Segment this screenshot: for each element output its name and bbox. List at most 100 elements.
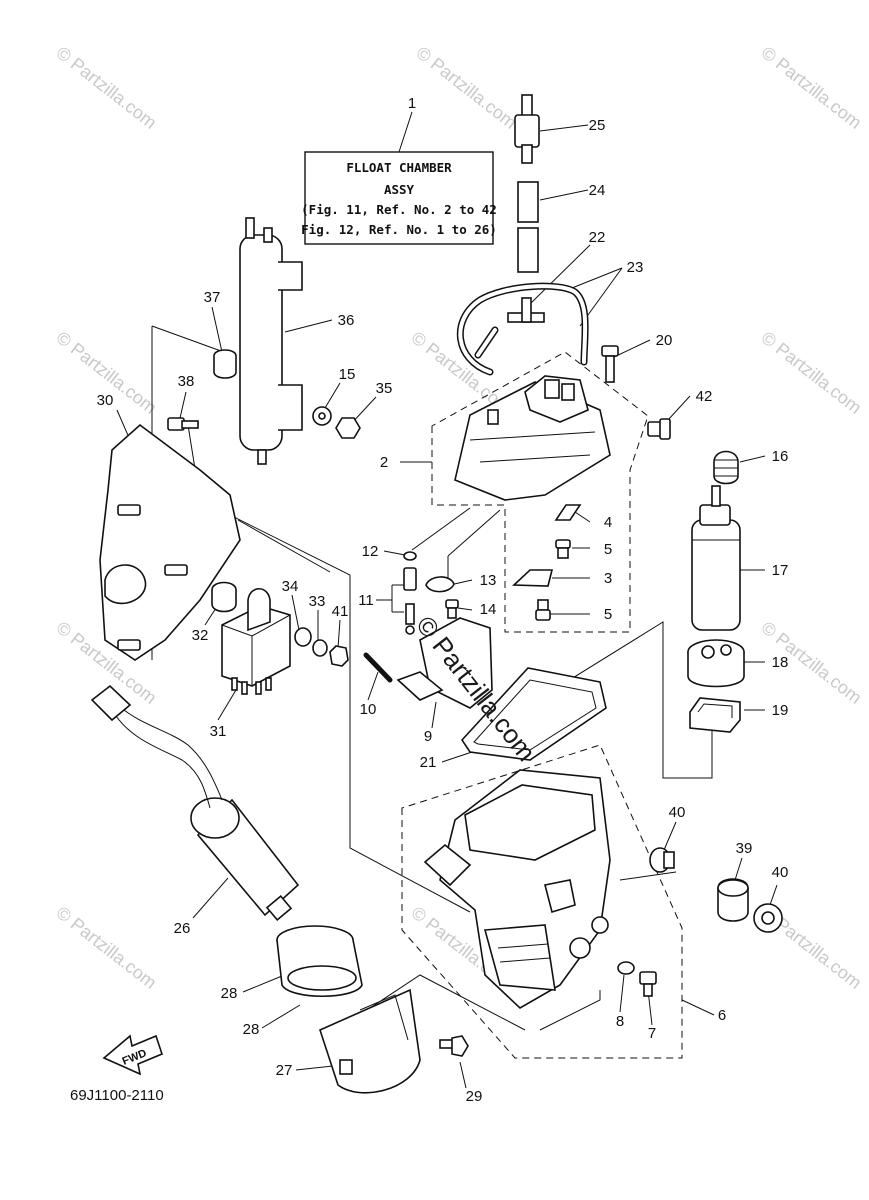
callout-label: 5	[604, 606, 612, 623]
callout-label: 22	[589, 229, 606, 246]
callout-label: 29	[466, 1088, 483, 1105]
callout-labels: 1 2 3 4 5 5 6 7 8 9 10 11 12 13 14 15 16…	[97, 95, 789, 1105]
callout-label: 33	[309, 593, 326, 610]
callout-label: 27	[276, 1062, 293, 1079]
filter-16	[713, 450, 739, 485]
callout-label: 11	[358, 592, 374, 609]
callout-label: 34	[282, 578, 299, 595]
watermark: © Partzilla.com	[758, 42, 866, 132]
gasket-21	[460, 667, 607, 761]
hose-24	[517, 181, 539, 273]
watermark: © Partzilla.com	[53, 42, 161, 132]
callout-label: 40	[772, 864, 789, 881]
nut-35	[335, 417, 361, 439]
float-chamber-note: FLLOAT CHAMBER ASSY (Fig. 11, Ref. No. 2…	[301, 151, 497, 245]
screw-14	[445, 599, 459, 619]
callout-label: 26	[174, 920, 191, 937]
callout-label: 28	[221, 985, 238, 1002]
screw-7	[639, 971, 657, 997]
callout-label: 5	[604, 541, 612, 558]
callout-label: 4	[604, 514, 612, 531]
screw-20	[601, 345, 619, 383]
holder-27	[319, 988, 421, 1094]
callout-label: 16	[772, 448, 789, 465]
callout-label: 36	[338, 312, 355, 329]
callout-label: 2	[380, 454, 388, 471]
note-line: Fig. 12, Ref. No. 1 to 26)	[301, 222, 497, 237]
callout-label: 13	[480, 572, 497, 589]
callout-label: 42	[696, 388, 713, 405]
note-line: ASSY	[384, 182, 415, 197]
washer-34	[294, 627, 312, 647]
callout-label: 1	[408, 95, 416, 112]
note-line: (Fig. 11, Ref. No. 2 to 42	[301, 202, 497, 217]
washer-8	[617, 961, 635, 975]
hose-joint-25	[514, 94, 540, 164]
plate-3	[512, 569, 554, 587]
collar-32	[211, 581, 237, 613]
callout-label: 41	[332, 603, 349, 620]
callout-label: 8	[616, 1013, 624, 1030]
washer-33	[312, 639, 328, 657]
relay-31	[221, 587, 291, 695]
nut-41	[329, 645, 349, 667]
watermark: © Partzilla.com	[413, 42, 521, 132]
plug-40	[649, 847, 675, 873]
grommet-37	[213, 349, 237, 379]
plug-40	[753, 903, 783, 933]
needle-valve-11	[403, 567, 417, 635]
callout-label: 38	[178, 373, 195, 390]
fuel-pump-17	[691, 485, 741, 631]
bolt-38	[167, 417, 199, 431]
callout-label: 23	[627, 259, 644, 276]
callout-label: 40	[669, 804, 686, 821]
carburetor-body-6	[423, 769, 611, 1009]
callout-label: 19	[772, 702, 789, 719]
callout-label: 39	[736, 840, 753, 857]
sleeve-28	[276, 925, 363, 998]
float-9	[396, 617, 493, 709]
o-ring-12	[403, 551, 417, 561]
diagram-code: 69J1100-2110	[70, 1087, 164, 1104]
callout-label: 35	[376, 380, 393, 397]
bracket-30	[99, 423, 241, 661]
screw-5	[535, 599, 551, 621]
note-line: FLLOAT CHAMBER	[346, 160, 452, 175]
callout-label: 28	[243, 1021, 260, 1038]
hose-23	[456, 282, 589, 376]
fuel-pump-26	[90, 684, 300, 922]
forward-arrow: FWD	[102, 1034, 163, 1076]
callout-label: 37	[204, 289, 221, 306]
callout-label: 6	[718, 1007, 726, 1024]
callout-label: 31	[210, 723, 227, 740]
callout-label: 30	[97, 392, 114, 409]
vapor-separator-36	[239, 217, 303, 465]
callout-label: 14	[480, 601, 497, 618]
holder-18	[687, 639, 745, 688]
callout-label: 24	[589, 182, 606, 199]
plate-4	[554, 504, 582, 521]
float-chamber-cover-2	[454, 375, 611, 501]
watermark: © Partzilla.com	[758, 327, 866, 417]
screw-5	[555, 539, 571, 559]
parts: FWD	[90, 94, 783, 1094]
callout-label: 3	[604, 570, 612, 587]
bolt-29	[439, 1035, 469, 1057]
callout-label: 7	[648, 1025, 656, 1042]
assembly-boundaries	[401, 351, 683, 1059]
pin-10	[363, 652, 393, 683]
grommet-39	[717, 878, 749, 922]
callout-label: 32	[192, 627, 209, 644]
callout-label: 20	[656, 332, 673, 349]
watermark: © Partzilla.com	[53, 902, 161, 992]
tee-joint-22	[507, 297, 545, 323]
callout-label: 18	[772, 654, 789, 671]
fitting-42	[647, 418, 671, 440]
clip-13	[425, 576, 455, 593]
callout-label: 10	[360, 701, 377, 718]
callout-label: 21	[420, 754, 437, 771]
grommet-19	[689, 697, 741, 733]
callout-label: 15	[339, 366, 356, 383]
callout-label: 9	[424, 728, 432, 745]
